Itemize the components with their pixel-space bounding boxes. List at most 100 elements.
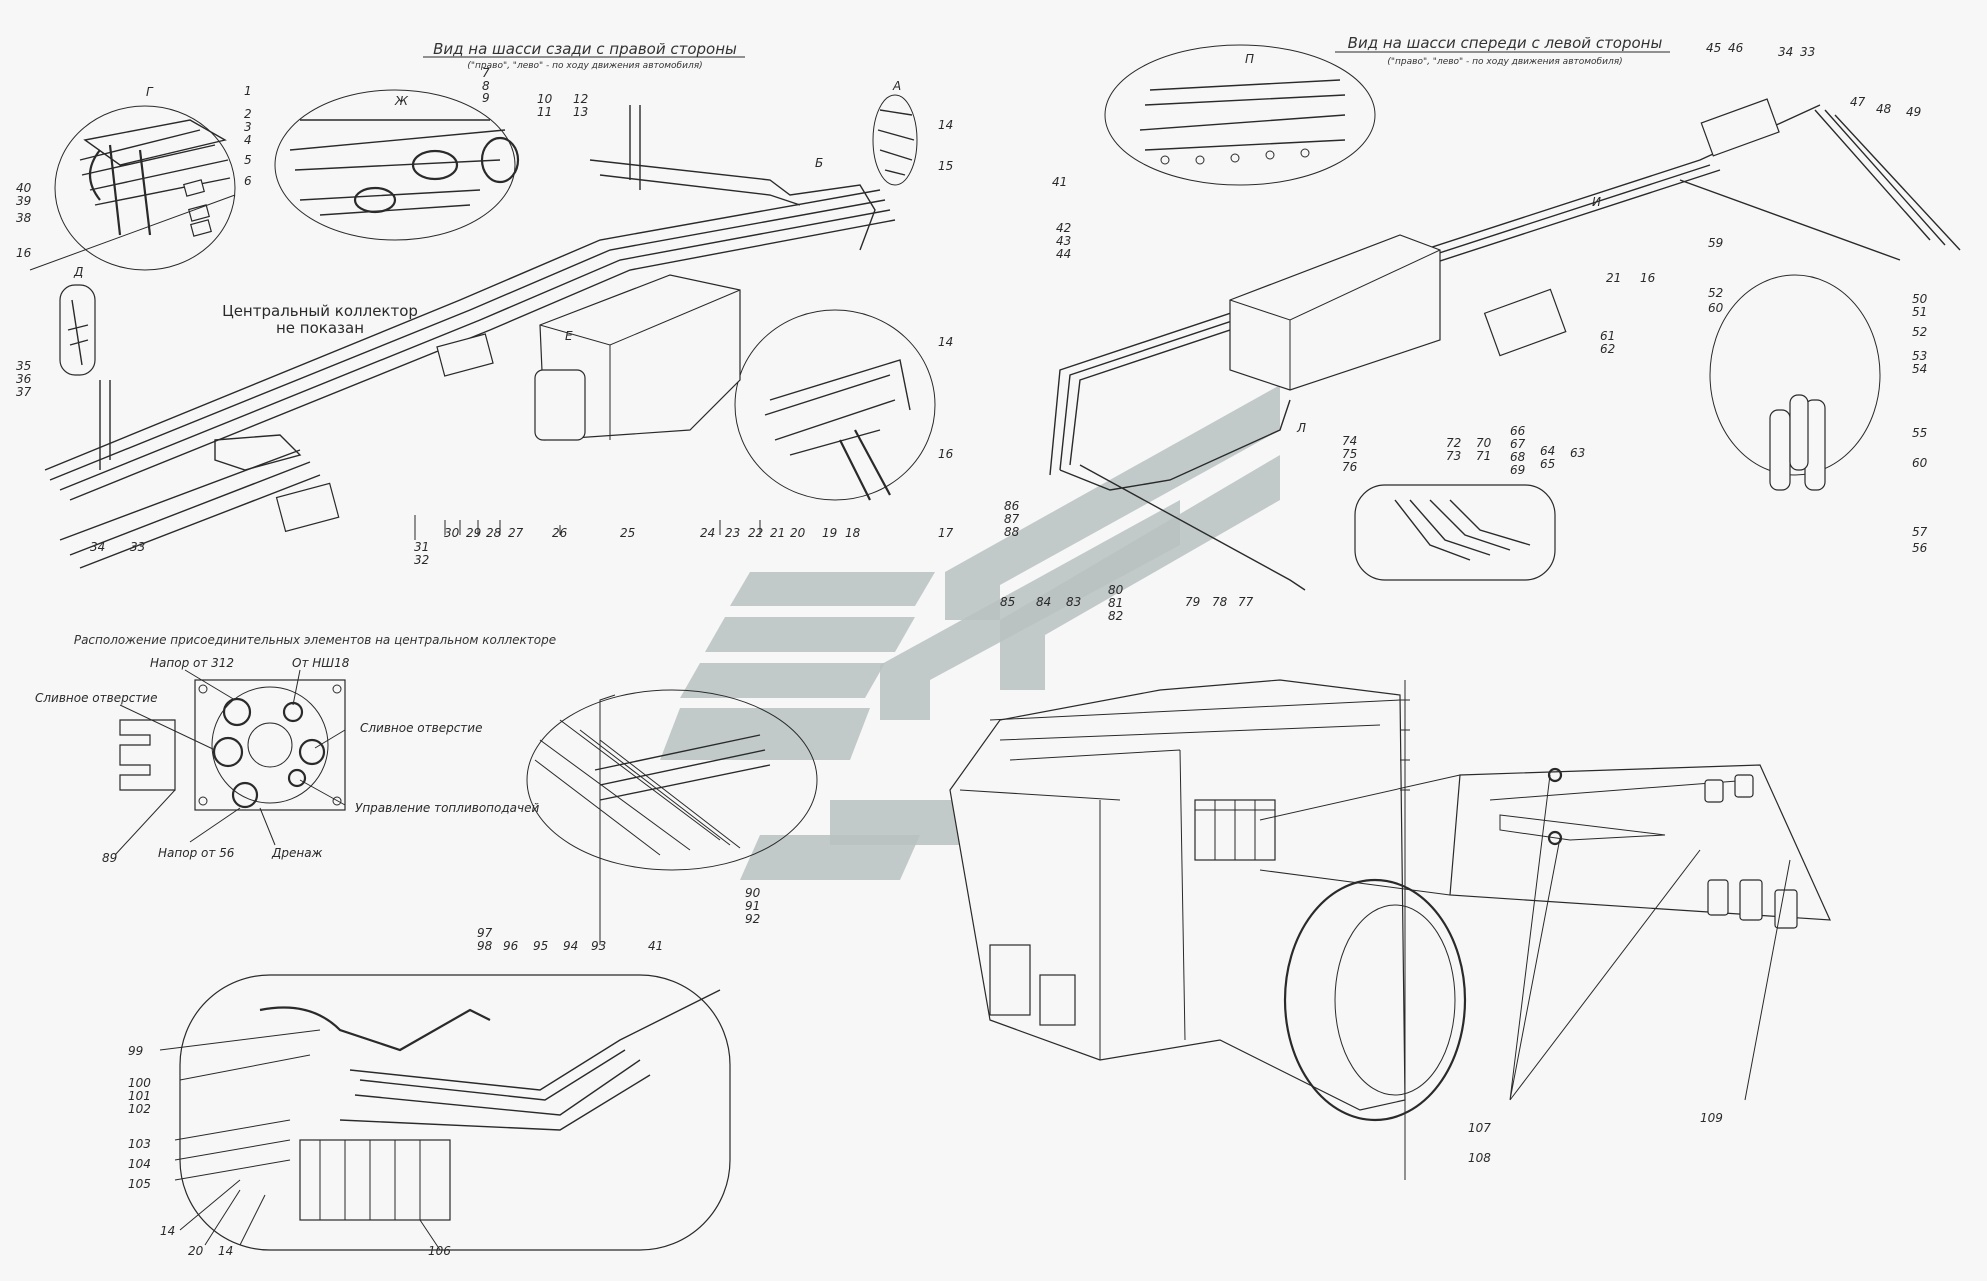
- detail-p-pipes: [1139, 79, 1346, 151]
- callout-99: 99: [128, 1044, 143, 1058]
- detail-g-body: [88, 144, 152, 236]
- front-view-note: ("право", "лево" - по ходу движения авто…: [1387, 57, 1622, 67]
- port-pressure-312: [222, 697, 252, 727]
- front-tank-edges: [1229, 249, 1441, 390]
- front-view-title: Вид на шасси спереди с левой стороны: [1348, 34, 1663, 52]
- front-perspective-drawing: [949, 679, 1831, 1180]
- callout-72: 72: [1446, 436, 1461, 450]
- detail-circle-b: [734, 309, 936, 501]
- detail-e-leader: [599, 694, 616, 945]
- collector-plate-drawing: Сливное отверстие Напор от 312 От НШ18 С…: [35, 656, 539, 860]
- callout-20b: 20: [188, 1244, 204, 1258]
- front-bumper-block: [1039, 974, 1076, 1026]
- cab-distributor: [299, 1139, 451, 1221]
- collector-section-title: Расположение присоединительных элементов…: [74, 633, 556, 647]
- view-letter-labels: Г Ж А Б Д Е П И Л: [73, 52, 1601, 435]
- callout-21: 21: [770, 526, 785, 540]
- cab-detail-drawing: [159, 974, 731, 1251]
- callout-32: 32: [414, 553, 429, 567]
- cab-hose-upper: [259, 1006, 491, 1052]
- callout-79: 79: [1185, 595, 1200, 609]
- detail-circle-a: [872, 94, 918, 186]
- callout-74: 74: [1342, 434, 1357, 448]
- front-valve-block: [1700, 98, 1780, 157]
- callout-51: 51: [1912, 305, 1927, 319]
- callout-5: 5: [244, 153, 252, 167]
- collector-label-fuel-control: Управление топливоподачей: [355, 801, 539, 815]
- callout-48: 48: [1876, 102, 1892, 116]
- callout-81: 81: [1108, 596, 1123, 610]
- front-valve-sections: [1195, 800, 1275, 860]
- callout-41a: 41: [1052, 175, 1067, 189]
- callout-35: 35: [16, 359, 31, 373]
- collector-label-drainage: Дренаж: [271, 846, 323, 860]
- callout-98: 98: [477, 939, 493, 953]
- callout-15: 15: [938, 159, 953, 173]
- bolt-hole: [198, 684, 208, 694]
- callout-69: 69: [1510, 463, 1525, 477]
- callout-52a: 52: [1708, 286, 1723, 300]
- callout-80: 80: [1108, 583, 1124, 597]
- callout-92: 92: [745, 912, 760, 926]
- detail-circle-zh: [274, 89, 516, 241]
- callout-14c: 14: [160, 1224, 175, 1238]
- rear-leader-lines: [29, 194, 761, 540]
- callout-41b: 41: [648, 939, 663, 953]
- port-pressure-56: [231, 781, 259, 809]
- callout-26: 26: [552, 526, 568, 540]
- front-scale-line: [1400, 680, 1410, 1180]
- view-letter-e: Е: [565, 329, 573, 343]
- rear-loop: [214, 434, 302, 471]
- callout-55: 55: [1912, 426, 1927, 440]
- collector-label-pressure-56: Напор от 56: [158, 846, 235, 860]
- callout-24: 24: [700, 526, 715, 540]
- collector-caption: Центральный коллектор не показан: [222, 302, 418, 337]
- front-zoom-fitting: [1734, 774, 1754, 798]
- callout-84: 84: [1036, 595, 1051, 609]
- collector-block: [436, 333, 494, 377]
- bolt-hole: [198, 796, 208, 806]
- callout-14d: 14: [218, 1244, 233, 1258]
- callout-63: 63: [1570, 446, 1585, 460]
- callout-103: 103: [128, 1137, 151, 1151]
- rear-view-title-block: Вид на шасси сзади с правой стороны ("пр…: [423, 40, 745, 71]
- front-view-drawing: [1049, 44, 1961, 591]
- detail-zh-pipes: [289, 119, 506, 216]
- callout-45: 45: [1706, 41, 1721, 55]
- callout-numbers: 1 2 3 4 5 6 7 8 9 10 11 12 13 14 15 40 3…: [16, 41, 1928, 1258]
- rear-main-pipes: [44, 189, 896, 501]
- callout-76: 76: [1342, 460, 1358, 474]
- front-pump-block: [1483, 288, 1567, 357]
- collector-label-pressure-312: Напор от 312: [150, 656, 234, 670]
- callout-53: 53: [1912, 349, 1927, 363]
- callout-7: 7: [482, 66, 490, 80]
- bolt-hole: [332, 684, 342, 694]
- detail-e-drawing: [526, 689, 818, 945]
- callout-54: 54: [1912, 362, 1927, 376]
- callout-70: 70: [1476, 436, 1492, 450]
- detail-g-fitting: [190, 219, 212, 237]
- callout-75: 75: [1342, 447, 1357, 461]
- callout-68: 68: [1510, 450, 1526, 464]
- front-zoom-bubble: [1449, 764, 1831, 921]
- detail-zh-hose: [480, 136, 520, 184]
- callout-18: 18: [845, 526, 861, 540]
- callout-13: 13: [573, 105, 588, 119]
- port-drain-left: [212, 736, 244, 768]
- detail-i-valve: [1789, 394, 1809, 471]
- callout-90: 90: [745, 886, 761, 900]
- collector-label-drain-left: Сливное отверстие: [35, 691, 157, 705]
- callout-105: 105: [128, 1177, 151, 1191]
- collector-caption-line1: Центральный коллектор: [222, 302, 418, 320]
- front-tank: [1229, 234, 1441, 391]
- callout-25: 25: [620, 526, 635, 540]
- callout-107: 107: [1468, 1121, 1491, 1135]
- detail-circle-i: [1709, 274, 1881, 476]
- callout-95: 95: [533, 939, 548, 953]
- callout-47: 47: [1850, 95, 1866, 109]
- callout-4: 4: [244, 133, 252, 147]
- detail-circle-e: [526, 689, 818, 871]
- collector-flange: [211, 686, 329, 804]
- callout-2: 2: [244, 107, 252, 121]
- callout-66: 66: [1510, 424, 1526, 438]
